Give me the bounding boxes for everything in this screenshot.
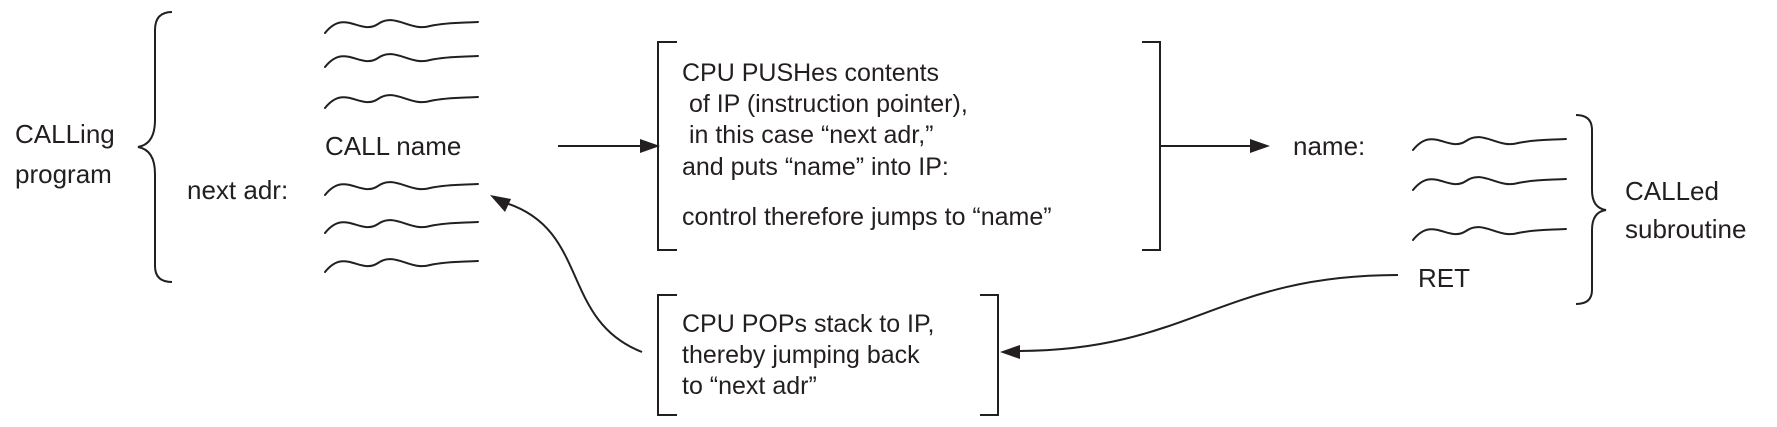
pop-box-text-line: CPU POPs stack to IP, <box>682 310 934 338</box>
push-box-text-line: of IP (instruction pointer), <box>682 90 968 118</box>
push-box-text-line: control therefore jumps to “name” <box>682 203 1052 231</box>
push-box-text-line: CPU PUSHes contents <box>682 59 939 87</box>
push-box-text-line: in this case “next adr,” <box>682 121 934 149</box>
call-instruction: CALL name <box>325 131 461 161</box>
called-subroutine-label-line2: subroutine <box>1625 214 1746 244</box>
instruction-squiggle <box>324 53 479 68</box>
calling-program-label: CALLing <box>15 119 115 149</box>
pop-box-left-bracket <box>657 294 677 416</box>
jump-back-arrow-head <box>490 195 511 212</box>
pop-box-text-line: thereby jumping back <box>682 341 920 369</box>
calling-program-label-line2: program <box>15 159 112 189</box>
pop-box-text-line: to “next adr” <box>682 372 817 400</box>
ret-instruction: RET <box>1418 263 1470 293</box>
subroutine-squiggle <box>1412 176 1567 191</box>
called-subroutine-label: CALLed <box>1625 176 1719 206</box>
instruction-squiggle <box>324 258 479 273</box>
subroutine-squiggle <box>1412 226 1567 241</box>
called-subroutine-brace <box>1575 114 1607 305</box>
instruction-squiggle <box>324 19 479 34</box>
instruction-squiggle <box>324 219 479 234</box>
instruction-squiggle <box>324 181 479 196</box>
pop-box-right-bracket <box>980 294 999 416</box>
next-adr-label: next adr: <box>187 175 288 205</box>
subroutine-entry-label: name: <box>1293 131 1365 161</box>
return-curve <box>1019 274 1399 352</box>
push-box-text-line: and puts “name” into IP: <box>682 153 949 181</box>
calling-program-brace <box>137 11 173 283</box>
jump-back-curve <box>505 202 643 353</box>
subroutine-squiggle <box>1412 136 1567 151</box>
push-box-left-bracket <box>657 41 677 251</box>
call-arrow-head <box>640 139 660 153</box>
jump-arrow-head <box>1250 139 1270 153</box>
instruction-squiggle <box>324 94 479 109</box>
return-arrow-head <box>1000 345 1020 359</box>
push-box-right-bracket <box>1142 41 1161 251</box>
